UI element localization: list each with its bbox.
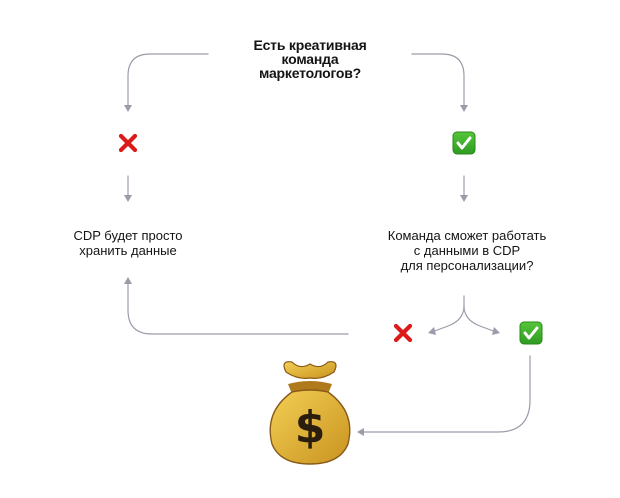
money-bag-icon: $	[269, 361, 351, 465]
check-mark-button-icon	[452, 131, 476, 155]
question-creative-team: Есть креативная команда маркетологов?	[253, 37, 367, 81]
svg-text:$: $	[295, 402, 326, 453]
arrowhead-split-no	[428, 327, 436, 335]
connector-question1-to-no	[127, 53, 209, 111]
arrowhead-yes2-money	[357, 428, 364, 436]
check-mark-button-icon	[519, 321, 543, 345]
question-team-personalization: Команда сможет работать с данными в CDP …	[387, 228, 547, 273]
arrowhead-question1-yes	[460, 105, 468, 112]
connector-question2-split-yes	[463, 305, 497, 333]
cross-mark-icon	[393, 323, 413, 343]
connector-question2-split	[431, 295, 465, 333]
arrowhead-no-outcome	[124, 195, 132, 202]
arrowhead-no2-outcome	[124, 277, 132, 284]
connector-no2-to-outcome	[127, 281, 349, 335]
arrowhead-question1-no	[124, 105, 132, 112]
connector-question1-to-yes	[411, 53, 465, 111]
connector-yes2-to-money	[361, 355, 531, 433]
arrowhead-split-yes	[492, 327, 500, 335]
arrowhead-yes-question2	[460, 195, 468, 202]
cross-mark-icon	[118, 133, 138, 153]
outcome-cdp-stores-data: CDP будет просто хранить данные	[73, 228, 183, 258]
